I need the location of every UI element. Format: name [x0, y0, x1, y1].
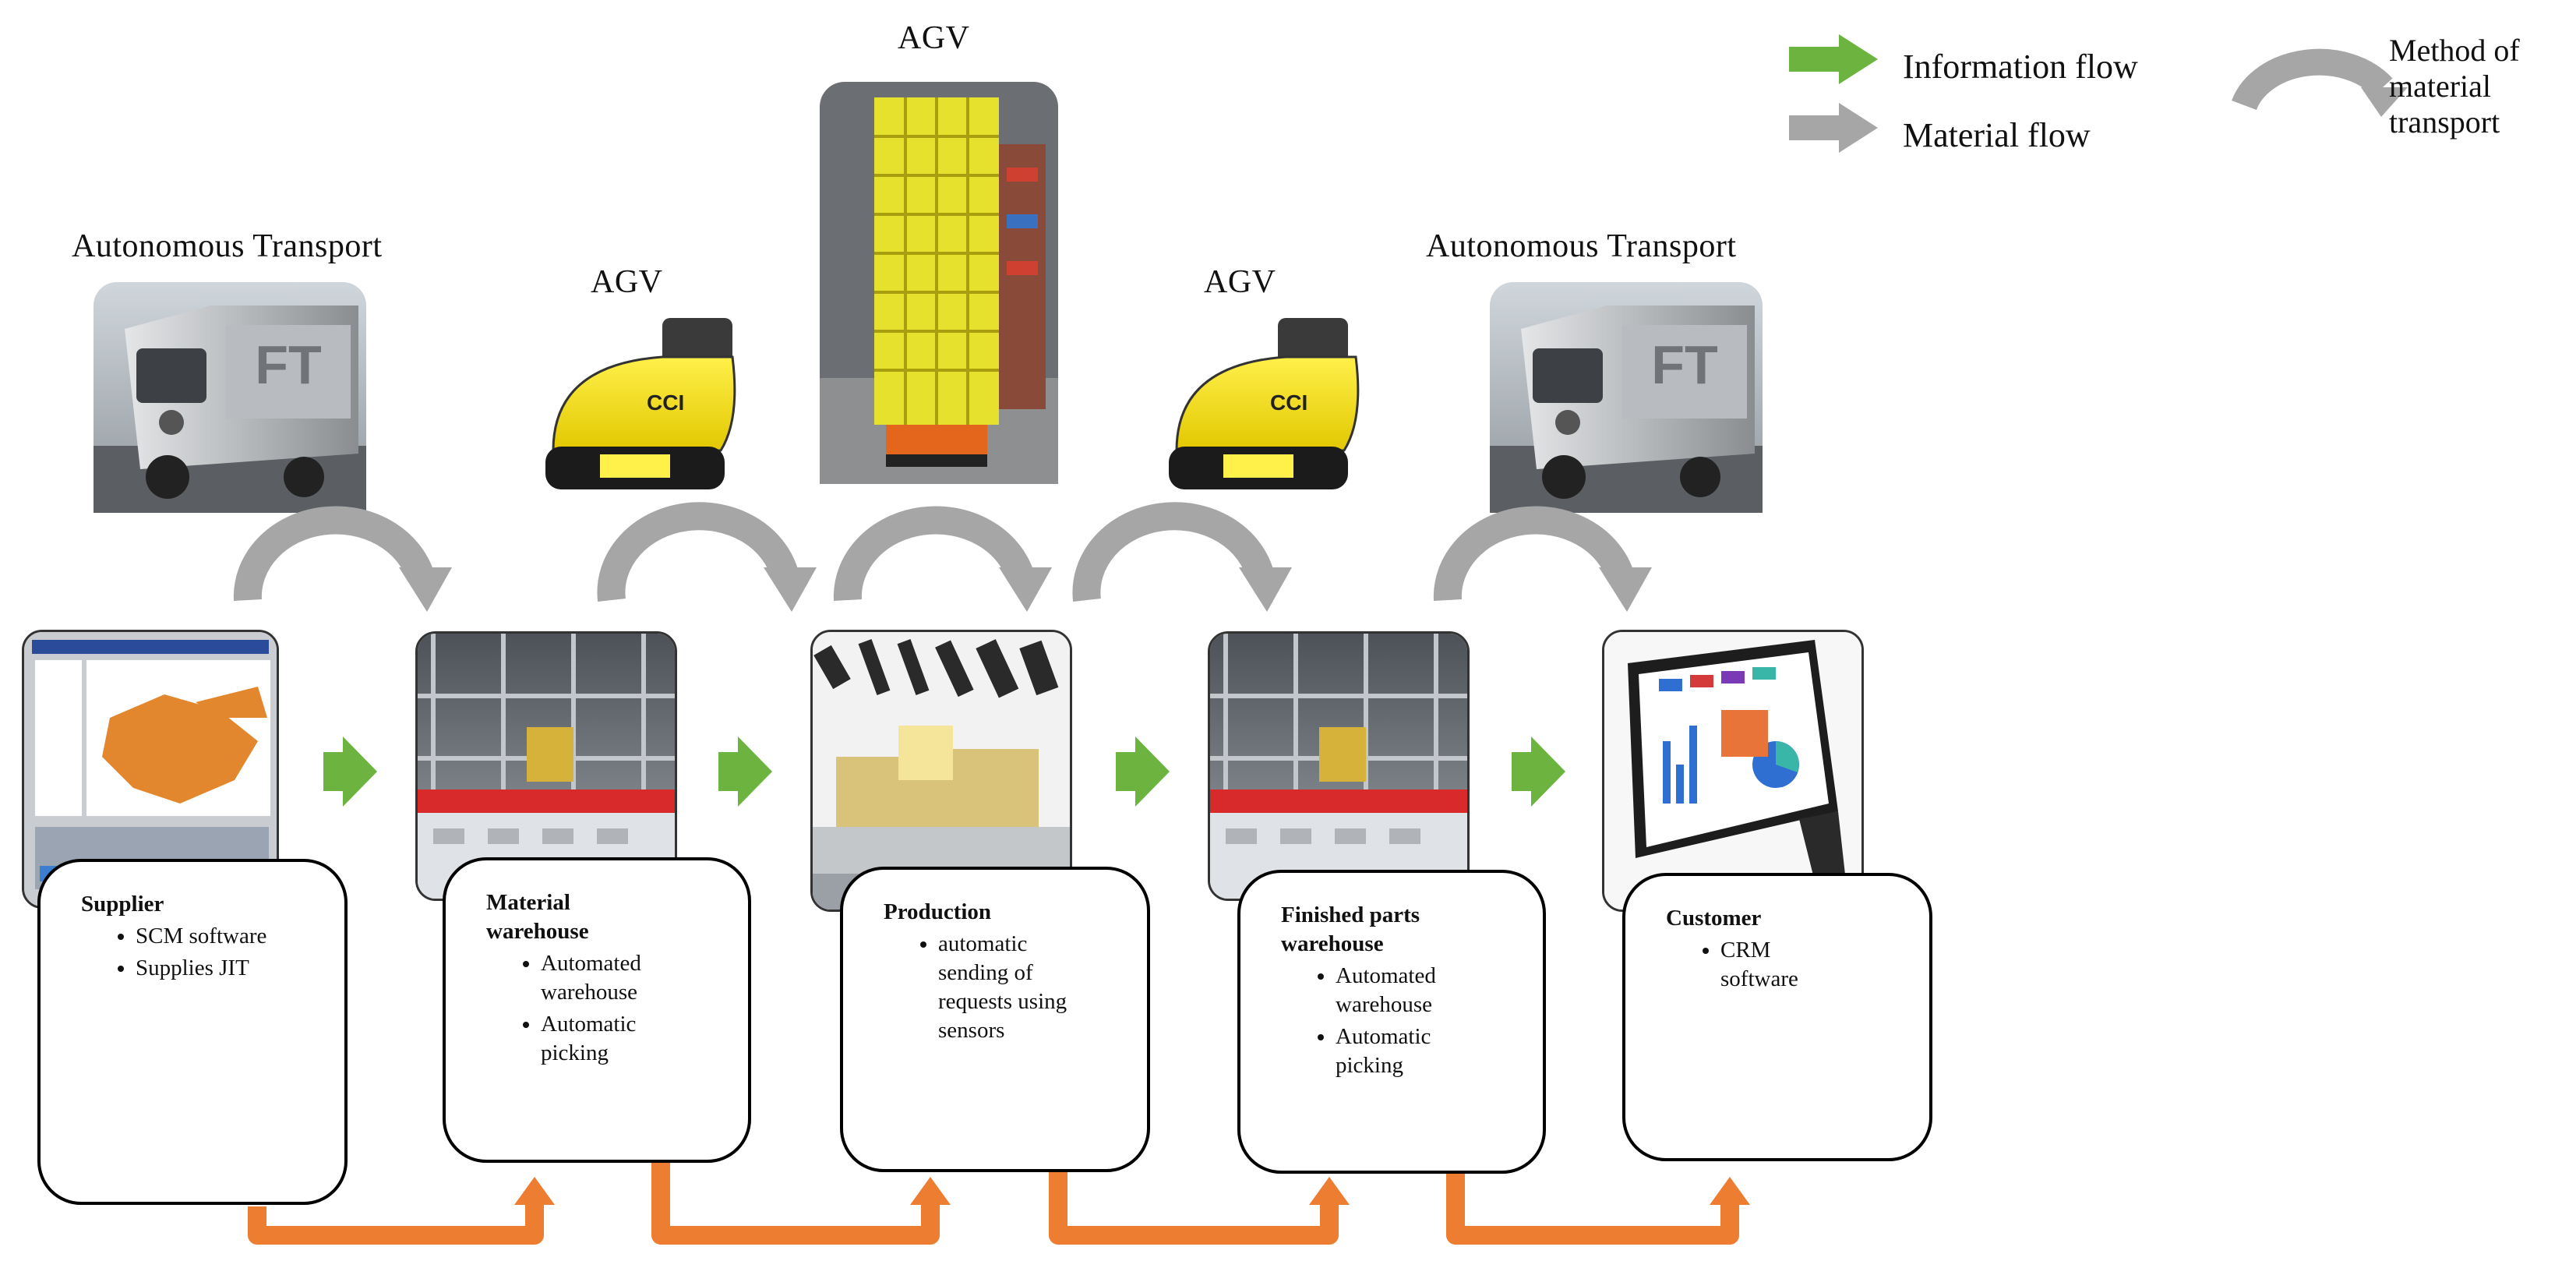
agv-shelf-image [820, 82, 1058, 484]
transport-label-autonomous-1: Autonomous Transport [72, 228, 383, 264]
information-flow-arrow [1116, 736, 1170, 807]
stage-item: Automatic picking [1336, 1023, 1468, 1080]
legend-material-flow-label: Material flow [1903, 116, 2091, 154]
transport-arrow [233, 506, 452, 612]
finished-parts-warehouse-photo [1208, 631, 1470, 901]
information-flow-arrow [718, 736, 772, 807]
bottom-flow-arrow [1049, 1171, 1339, 1245]
svg-text:FT: FT [1651, 334, 1718, 395]
stage-item: Supplies JIT [136, 954, 268, 983]
material-warehouse-photo [415, 631, 677, 901]
transport-arrow [833, 506, 1052, 612]
transport-label-agv-3: AGV [1204, 264, 1276, 300]
bottom-flow-arrowhead [1710, 1177, 1750, 1205]
stage-item: automatic sending of requests using sens… [938, 930, 1102, 1045]
stage-item: Automatic picking [541, 1010, 673, 1068]
warehouse-image [418, 634, 675, 899]
transport-label-agv-1: AGV [591, 264, 663, 300]
stage-item: Automated warehouse [541, 949, 673, 1007]
truck-image: FT [94, 282, 366, 513]
bottom-flow-arrowhead [1309, 1177, 1350, 1205]
svg-text:FT: FT [255, 334, 322, 395]
crm-tablet-photo [1602, 630, 1864, 912]
legend-information-flow-label: Information flow [1903, 48, 2138, 86]
stage-title-supplier: Supplier [81, 892, 164, 917]
stage-item: SCM software [136, 922, 268, 951]
stage-item: Automated warehouse [1336, 962, 1468, 1019]
tablet-image [1604, 632, 1861, 910]
bottom-flow-arrow [651, 1163, 940, 1245]
stage-card-customer: Customer CRM software [1622, 873, 1932, 1161]
legend-information-arrow [1789, 34, 1878, 84]
transport-label-autonomous-2: Autonomous Transport [1426, 228, 1737, 264]
stage-title-material-warehouse: Material warehouse [486, 890, 589, 944]
stage-items-production: automatic sending of requests using sens… [884, 930, 1102, 1045]
stage-title-customer: Customer [1666, 906, 1762, 931]
legend-transport-arrow [2232, 48, 2408, 117]
stage-items-supplier: SCM software Supplies JIT [81, 922, 323, 983]
information-flow-arrow [1512, 736, 1565, 807]
stage-title-production: Production [884, 899, 992, 924]
agv-image: CCI [545, 318, 736, 489]
legend-material-arrow [1789, 103, 1878, 153]
information-flow-arrow [323, 736, 377, 807]
sensors-image [813, 632, 1070, 910]
bottom-flow-arrow [248, 1200, 544, 1245]
stage-item: CRM software [1720, 936, 1853, 994]
transport-arrow [597, 502, 817, 612]
stage-items-customer: CRM software [1666, 936, 1907, 994]
stage-card-supplier: Supplier SCM software Supplies JIT [37, 859, 348, 1205]
bottom-flow-arrowhead [514, 1177, 555, 1205]
svg-text:CCI: CCI [1270, 390, 1307, 415]
legend-method-of-material-transport-label: Method of material transport [2389, 33, 2520, 140]
stage-card-finished-parts-warehouse: Finished parts warehouse Automated wareh… [1237, 870, 1546, 1174]
transport-arrow [1072, 502, 1292, 612]
agv-image: CCI [1169, 318, 1360, 489]
warehouse-image [1210, 634, 1467, 899]
stage-items-finished-parts-warehouse: Automated warehouse Automatic picking [1281, 962, 1521, 1080]
svg-text:CCI: CCI [647, 390, 684, 415]
truck-image: FT [1490, 282, 1763, 513]
stage-items-material-warehouse: Automated warehouse Automatic picking [486, 949, 726, 1068]
bottom-flow-arrowhead [910, 1177, 951, 1205]
production-sensors-photo [810, 630, 1072, 912]
stage-card-production: Production automatic sending of requests… [840, 867, 1150, 1172]
stage-title-finished-parts-warehouse: Finished parts warehouse [1281, 902, 1420, 956]
transport-arrow [1433, 506, 1652, 612]
transport-label-agv-2: AGV [898, 20, 970, 56]
bottom-flow-arrow [1446, 1173, 1739, 1245]
stage-card-material-warehouse: Material warehouse Automated warehouse A… [443, 857, 751, 1163]
